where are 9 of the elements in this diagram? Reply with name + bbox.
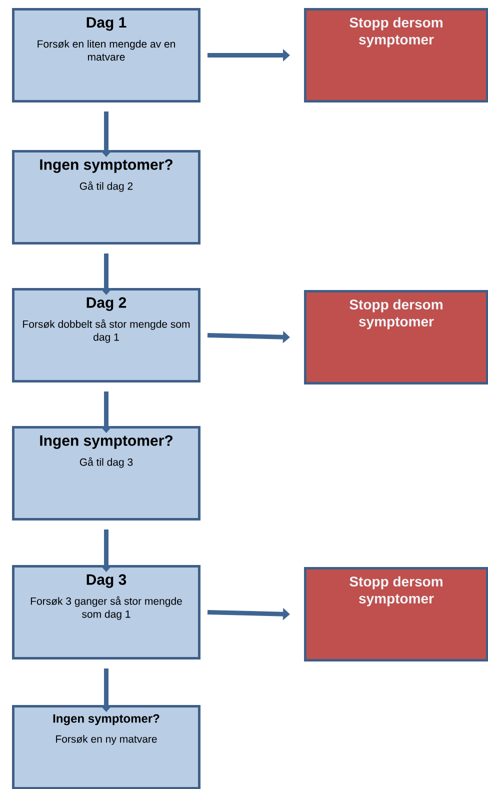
stop-box: Stopp dersom symptomer: [304, 567, 488, 662]
stop-box: Stopp dersom symptomer: [304, 290, 488, 384]
stop-box: Stopp dersom symptomer: [304, 8, 488, 102]
step-box: Ingen symptomer? Forsøk en ny matvare: [12, 705, 200, 789]
step-box: Ingen symptomer? Gå til dag 2: [12, 150, 200, 244]
step-box: Dag 2 Forsøk dobbelt så stor mengde som dag 1: [12, 288, 200, 382]
step-box: Dag 1 Forsøk en liten mengde av en matvare: [12, 8, 200, 102]
step-box: Ingen symptomer? Gå til dag 3: [12, 426, 200, 520]
step-box: Dag 3 Forsøk 3 ganger så stor mengde som dag 1: [12, 565, 200, 660]
